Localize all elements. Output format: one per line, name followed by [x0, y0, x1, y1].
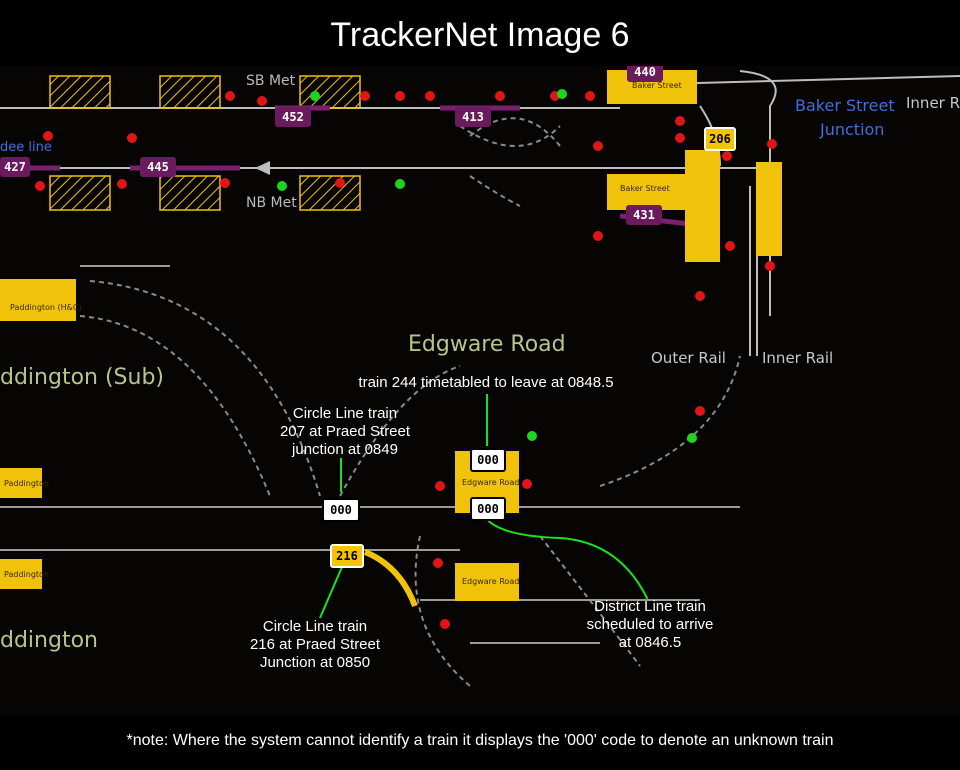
footnote: *note: Where the system cannot identify … — [126, 732, 834, 749]
label-inner-rail-top: Inner Rai — [906, 94, 960, 112]
station-baker-street-junction-2: Junction — [820, 120, 885, 139]
label-dee-line: dee line — [0, 140, 52, 155]
platform-label: Paddington — [4, 479, 49, 488]
train-000-edgware-bottom[interactable]: 000 — [470, 497, 506, 521]
platform-label: Edgware Road — [462, 478, 520, 487]
platform-paddington-hc — [0, 279, 76, 321]
platform-label: Paddington (H&C) — [10, 303, 82, 312]
platform-paddington-b — [0, 468, 42, 498]
callout-circle-216: Circle Line train 216 at Praed Street Ju… — [249, 618, 381, 671]
platform-label: Paddington — [4, 570, 49, 579]
platform-baker-street-b-ext — [685, 150, 720, 262]
station-paddington: ddington — [0, 628, 98, 653]
callout-train-244: train 244 timetabled to leave at 0848.5 — [358, 374, 614, 391]
train-427[interactable]: 427 — [0, 157, 30, 177]
station-edgware-road: Edgware Road — [408, 332, 566, 357]
train-413[interactable]: 413 — [455, 107, 491, 127]
train-216[interactable]: 216 — [330, 544, 364, 568]
label-sb-met: SB Met — [246, 73, 296, 89]
train-445[interactable]: 445 — [140, 157, 176, 177]
trackernet-map: Baker Street Baker Street Paddington (H&… — [0, 66, 960, 716]
station-paddington-sub: ddington (Sub) — [0, 365, 165, 390]
platform-baker-street-b — [607, 174, 687, 210]
train-000-praed-street[interactable]: 000 — [322, 498, 360, 522]
platform-side-baker — [756, 162, 782, 256]
platform-edgware-road-b — [455, 563, 519, 601]
train-431[interactable]: 431 — [626, 205, 662, 225]
label-inner-rail: Inner Rail — [762, 349, 834, 367]
train-440[interactable]: 440 — [627, 66, 663, 82]
platform-label: Baker Street — [632, 81, 682, 90]
signals — [35, 89, 777, 629]
header: TrackerNet Image 6 — [0, 0, 960, 66]
train-000-edgware-top[interactable]: 000 — [470, 448, 506, 472]
train-452[interactable]: 452 — [275, 107, 311, 127]
platform-label: Baker Street — [620, 184, 670, 193]
callout-district: District Line train scheduled to arrive … — [586, 598, 714, 651]
station-baker-street-junction-1: Baker Street — [795, 96, 895, 115]
label-outer-rail: Outer Rail — [651, 349, 726, 367]
page-title: TrackerNet Image 6 — [330, 16, 630, 54]
track-diagram — [0, 70, 960, 687]
platform-paddington-c — [0, 559, 42, 589]
callout-circle-207: Circle Line train 207 at Praed Street ju… — [279, 405, 411, 458]
platform-label: Edgware Road — [462, 577, 520, 586]
train-206[interactable]: 206 — [704, 127, 736, 151]
footer: *note: Where the system cannot identify … — [0, 716, 960, 770]
label-nb-met: NB Met — [246, 195, 297, 211]
